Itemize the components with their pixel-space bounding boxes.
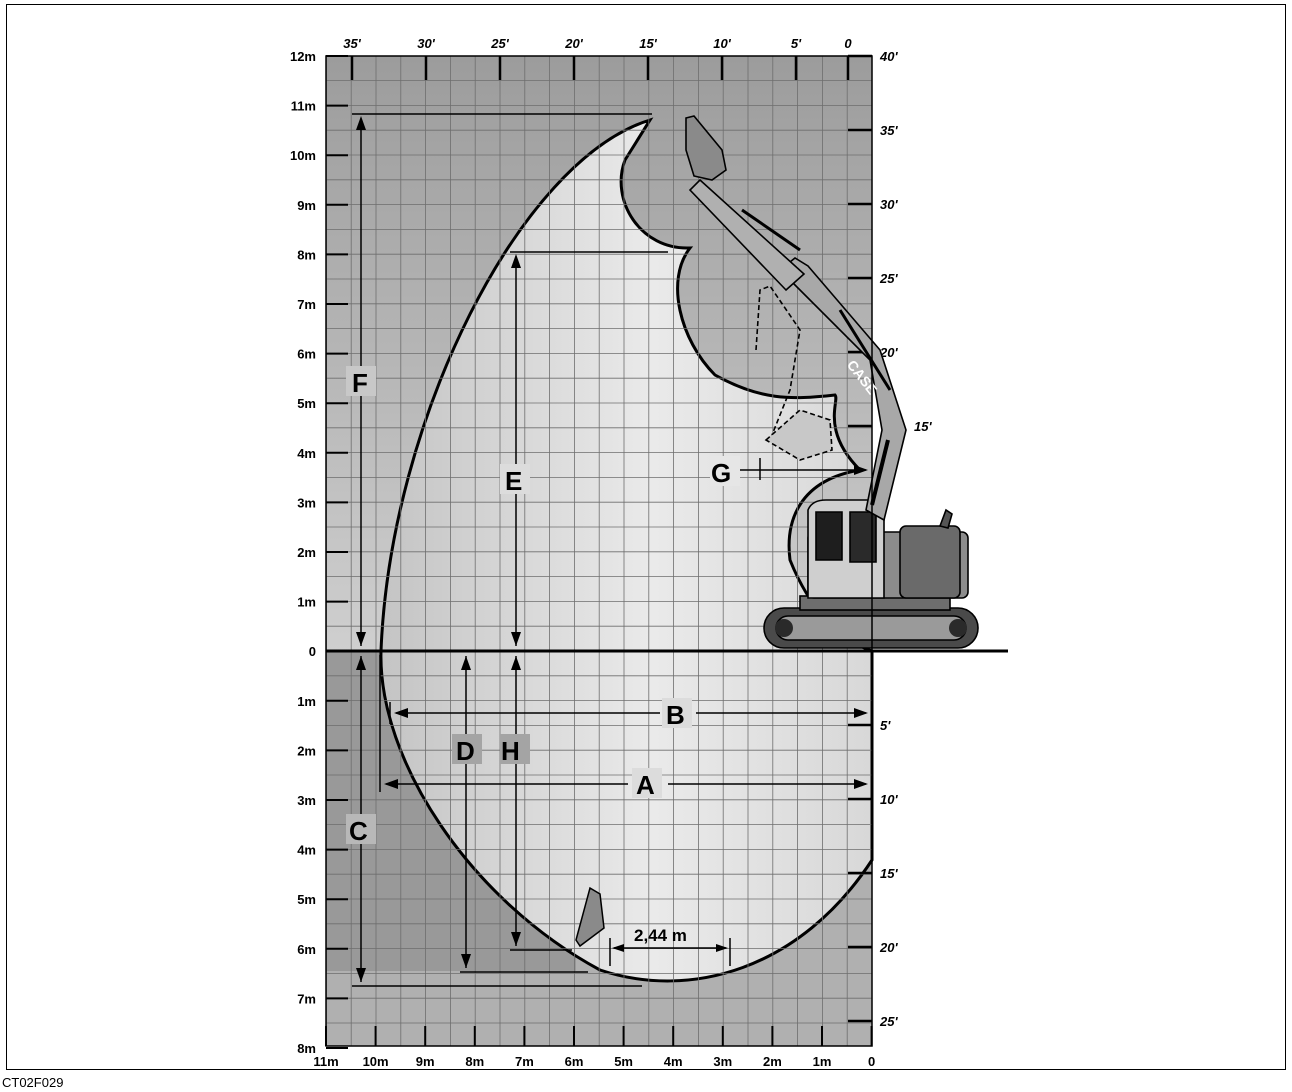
bottom-axis-labels: 11m 10m 9m 8m 7m 6m 5m 4m 3m 2m 1m 0: [313, 1054, 875, 1069]
left-axis-label: 3m: [297, 495, 316, 510]
letter-h: H: [501, 736, 520, 766]
top-axis-label: 20': [564, 36, 583, 51]
grid-frame: [325, 55, 873, 1047]
top-axis-label: 15': [639, 36, 657, 51]
right-axis-label: 20': [879, 345, 898, 360]
bottom-axis-label: 2m: [763, 1054, 782, 1069]
left-axis-label: 12m: [290, 49, 316, 64]
bottom-axis-label: 9m: [416, 1054, 435, 1069]
right-axis-label: 20': [879, 940, 898, 955]
left-axis-label: 2m: [297, 545, 316, 560]
letter-b: B: [666, 700, 685, 730]
top-axis-label: 5': [791, 36, 802, 51]
excavator-machine: CASE: [685, 115, 979, 649]
bottom-axis-label: 3m: [713, 1054, 732, 1069]
top-axis-label: 0: [844, 36, 852, 51]
letter-e: E: [505, 466, 522, 496]
right-axis-label: 25': [879, 271, 898, 286]
bottom-axis-label: 1m: [813, 1054, 832, 1069]
left-axis-label: 6m: [297, 347, 316, 362]
right-axis-lower-labels: 5' 10' 15' 20' 25': [879, 718, 898, 1029]
left-axis-label: 3m: [297, 793, 316, 808]
left-axis-label: 7m: [297, 991, 316, 1006]
right-axis-label: 40': [879, 49, 898, 64]
right-axis-label: 35': [880, 123, 898, 138]
top-axis-label: 30': [417, 36, 435, 51]
dimension-lines: [352, 113, 866, 987]
left-axis-label: 9m: [297, 198, 316, 213]
left-axis-label: 0: [309, 644, 316, 659]
bottom-axis-label: 7m: [515, 1054, 534, 1069]
bottom-axis-label: 4m: [664, 1054, 683, 1069]
left-axis-label: 7m: [297, 297, 316, 312]
grid-lines: [326, 56, 872, 1046]
dimension-arrowheads: [356, 116, 868, 982]
letter-g: G: [711, 458, 731, 488]
letter-f: F: [352, 368, 368, 398]
left-axis-label: 1m: [297, 694, 316, 709]
right-axis-label: 15': [880, 866, 898, 881]
bottom-axis-label: 10m: [363, 1054, 389, 1069]
left-axis-label: 5m: [297, 892, 316, 907]
left-axis-labels: 12m 11m 10m 9m 8m 7m 6m 5m 4m 3m 2m 1m 0 1m 2m 3m 4m 5m 6m…: [290, 49, 316, 1056]
right-axis-label: 30': [880, 197, 898, 212]
left-axis-label: 11m: [291, 99, 316, 114]
dimension-letters: F E G B A C D H 2,44 m: [346, 366, 740, 945]
bottom-axis-label: 5m: [614, 1054, 633, 1069]
letter-a: A: [636, 770, 655, 800]
bottom-axis-label: 6m: [565, 1054, 584, 1069]
bottom-axis-label: 11m: [313, 1054, 338, 1069]
right-axis-label: 25': [879, 1014, 898, 1029]
top-axis-label: 10': [713, 36, 731, 51]
right-axis-upper-labels: 40' 35' 30' 25' 20' 15': [879, 49, 932, 434]
top-axis-label: 35': [343, 36, 361, 51]
top-axis-labels: 35' 30' 25' 20' 15' 10' 5' 0: [343, 36, 852, 51]
left-axis-label: 2m: [297, 743, 316, 758]
bucket-at-depth: [575, 886, 605, 948]
left-axis-label: 5m: [297, 396, 316, 411]
axes: [325, 54, 873, 1049]
left-axis-label: 10m: [290, 148, 316, 163]
left-axis-label: 8m: [297, 1041, 316, 1056]
left-axis-label: 4m: [297, 446, 316, 461]
left-axis-label: 8m: [297, 247, 316, 262]
top-axis-label: 25': [490, 36, 509, 51]
bucket-width-label: 2,44 m: [634, 926, 687, 945]
figure-frame: [6, 4, 1286, 1070]
bottom-axis-label: 8m: [465, 1054, 484, 1069]
right-axis-label: 5': [880, 718, 891, 733]
figure-code: CT02F029: [2, 1075, 64, 1090]
letter-c: C: [349, 816, 368, 846]
left-axis-label: 6m: [297, 942, 316, 957]
bottom-axis-label: 0: [868, 1054, 875, 1069]
left-axis-label: 4m: [297, 843, 316, 858]
left-axis-label: 1m: [297, 595, 316, 610]
right-axis-label: 10': [880, 792, 898, 807]
letter-d: D: [456, 736, 475, 766]
right-axis-label: 15': [914, 419, 932, 434]
